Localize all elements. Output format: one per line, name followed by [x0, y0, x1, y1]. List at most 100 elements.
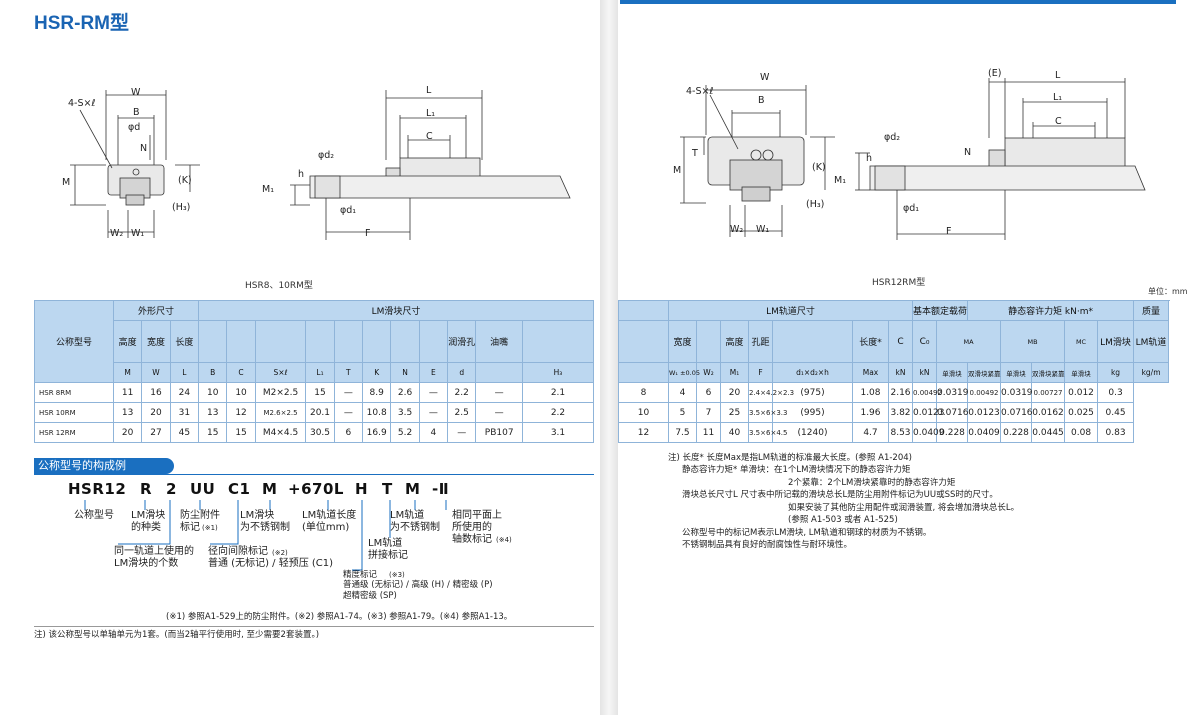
table-cell: 20	[720, 382, 749, 403]
sub-single-a: 单滑块	[936, 362, 969, 383]
dim-M1: M₁	[262, 184, 275, 195]
th-width: 宽度	[141, 320, 171, 363]
unit-kN-C0: kN	[912, 362, 938, 383]
label-seal: 防尘附件 标记	[180, 510, 220, 533]
dim-L: L	[426, 85, 432, 96]
reference-notes: (※1) 参照A1-529上的防尘附件。(※2) 参照A1-74。(※3) 参照…	[166, 612, 513, 622]
table-cell: 0.025	[1064, 402, 1099, 423]
code-part-ss-rail: M	[405, 480, 421, 498]
dim-N: N	[140, 143, 148, 154]
table-cell: —	[418, 402, 449, 423]
th-C0: C₀	[912, 320, 938, 363]
table-cell: 0.012	[1064, 382, 1099, 403]
label-kind: LM滑块 的种类	[131, 510, 166, 533]
unit-kgm: kg/m	[1133, 362, 1170, 383]
table-cell: (995)	[772, 402, 853, 423]
table-cell: 8.9	[362, 382, 392, 403]
table-cell: 45	[169, 422, 200, 443]
table-cell: 0.0319	[1000, 382, 1033, 403]
th-spacer	[618, 300, 669, 321]
th-rail-length: 长度*	[852, 320, 889, 363]
dim-phi-d1-r: φd₁	[903, 203, 920, 214]
table-cell: 0.0409	[912, 422, 945, 443]
table-cell: HSR 12RM	[34, 422, 114, 443]
table-cell: 11	[696, 422, 721, 443]
dim-W2: W₂	[110, 228, 124, 239]
unit-SxL: S×ℓ	[254, 362, 307, 383]
unit-L1: L₁	[305, 362, 335, 383]
table-cell: 0.228	[1000, 422, 1033, 443]
table-cell: 0.00727	[1031, 382, 1066, 403]
th-static-moment: 静态容许力矩 kN·m*	[967, 300, 1135, 321]
dim-F: F	[365, 228, 371, 239]
dim-L1: L₁	[426, 108, 436, 119]
dim-M: M	[62, 177, 71, 188]
table-cell: 0.00492	[967, 382, 1002, 403]
table-cell: 12	[226, 402, 256, 423]
th-MA: MA	[936, 320, 1002, 363]
table-cell: 10	[618, 402, 669, 423]
left-side-view-drawing	[290, 90, 571, 240]
table-cell: 0.0445	[1031, 422, 1066, 443]
table-cell: 2.4×4.2×2.3	[748, 382, 794, 403]
dim-W2-r: W₂	[730, 224, 744, 235]
unit-F: F	[748, 362, 773, 383]
table-cell: 0.00492	[912, 382, 942, 403]
table-cell: 5.2	[390, 422, 420, 443]
sub-single-c: 单滑块	[1064, 362, 1099, 383]
th-rail-mass: LM轨道	[1133, 320, 1170, 363]
right-spec-table: LM轨道尺寸 基本额定载荷 静态容许力矩 kN·m* 质量 宽度 高度 孔距 长…	[618, 300, 1170, 443]
th-length: 长度	[169, 320, 200, 363]
table-cell: 0.3	[1097, 382, 1135, 403]
section-rule	[34, 474, 594, 475]
unit-E: E	[418, 362, 449, 383]
dim-W: W	[131, 87, 141, 98]
table-cell: 2.6	[390, 382, 420, 403]
right-drawing-caption: HSR12RM型	[872, 278, 926, 288]
table-cell: 2.5	[447, 402, 477, 423]
label-count: 同一轨道上使用的 LM滑块的个数	[114, 546, 194, 569]
note-4: 滑块总长尺寸L 尺寸表中所记载的滑块总长L是防尘用附件标记为UU或SS时的尺寸。	[682, 490, 998, 500]
label-ss-rail: LM轨道 为不锈钢制	[390, 510, 440, 533]
label-pair-ref: (※4)	[496, 536, 512, 544]
table-cell: —	[475, 402, 523, 423]
table-cell: —	[418, 382, 449, 403]
table-cell: 25	[720, 402, 749, 423]
code-part-kind: R	[140, 480, 153, 498]
table-cell: 16.9	[362, 422, 392, 443]
unit-W: W	[141, 362, 171, 383]
code-part-pair: -Ⅱ	[432, 480, 450, 498]
sub-double-a: 双滑块紧靠	[967, 362, 1002, 383]
th-model: 公称型号	[34, 300, 114, 383]
dim-N-r: N	[964, 147, 972, 158]
table-cell: 11	[112, 382, 143, 403]
table-cell: —	[475, 382, 523, 403]
table-cell: (1240)	[772, 422, 853, 443]
table-cell: PB107	[475, 422, 523, 443]
unit-M: M	[112, 362, 143, 383]
table-cell: 3.5	[390, 402, 420, 423]
label-seal-ref: (※1)	[202, 524, 218, 532]
table-cell: 0.0716	[936, 402, 969, 423]
table-cell: 0.08	[1064, 422, 1099, 443]
table-cell: —	[333, 382, 364, 403]
section-code-example: 公称型号的构成例	[34, 458, 174, 474]
note-2: 静态容许力矩* 单滑块：在1个LM滑块情况下的静态容许力矩	[682, 465, 911, 475]
label-joint: LM轨道 拼接标记	[368, 538, 408, 561]
right-side-view-drawing	[855, 78, 1146, 240]
table-cell: HSR 8RM	[34, 382, 114, 403]
th-rail-width: 宽度	[668, 320, 697, 363]
table-cell: 4.7	[852, 422, 889, 443]
unit-M1: M₁	[720, 362, 749, 383]
table-cell: 0.83	[1097, 422, 1135, 443]
code-part-clearance: C1	[228, 480, 251, 498]
note-3: 2个紧靠：2个LM滑块紧靠时的静态容许力矩	[788, 478, 956, 488]
table-cell: M2.6×2.5	[254, 402, 307, 423]
dim-L-r: L	[1055, 70, 1061, 81]
table-cell: 5	[668, 402, 697, 423]
